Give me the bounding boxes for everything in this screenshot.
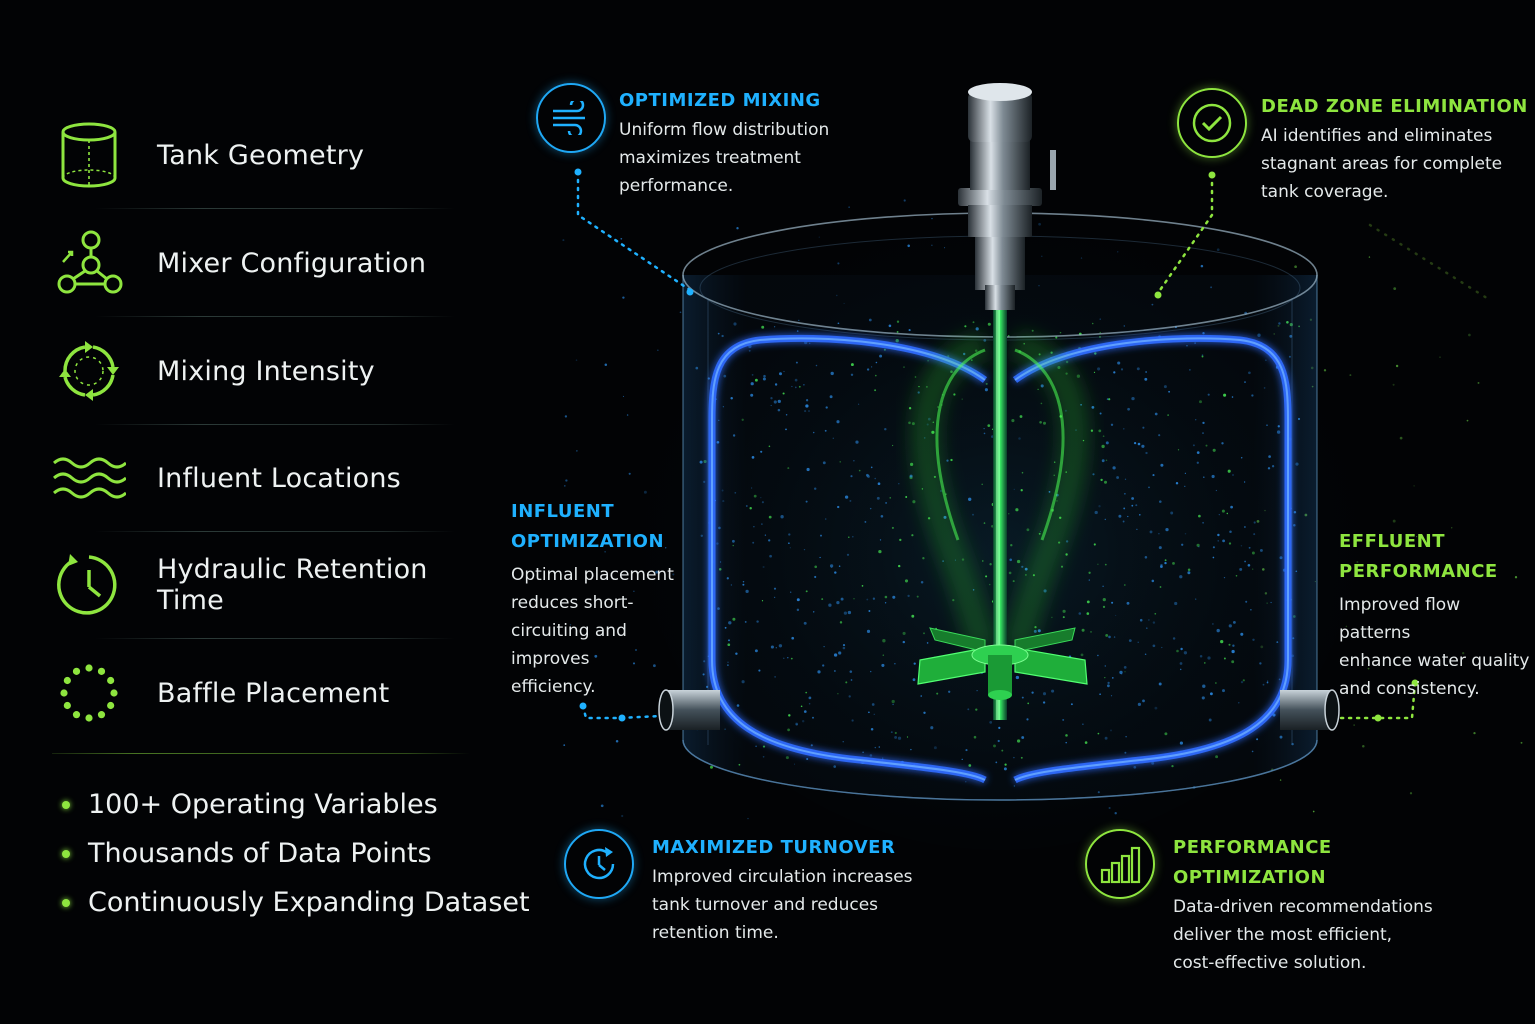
callout-body-line: enhance water quality xyxy=(1339,651,1530,671)
network-nodes-icon xyxy=(50,224,128,302)
callout-body-line: efficiency. xyxy=(511,677,596,697)
waves-icon xyxy=(50,439,128,517)
parameter-mixer-configuration: Mixer Configuration xyxy=(50,218,470,308)
parameter-label: Tank Geometry xyxy=(157,139,365,171)
callout-title: OPTIMIZATION xyxy=(511,531,665,552)
divider xyxy=(95,208,455,209)
callout-title: DEAD ZONE ELIMINATION xyxy=(1261,96,1528,117)
parameter-baffle-placement: Baffle Placement xyxy=(50,648,470,738)
section-divider xyxy=(52,753,470,754)
bar-chart-icon xyxy=(1085,829,1155,899)
cylinder-icon xyxy=(50,116,128,194)
leader-dots xyxy=(574,168,1419,722)
callout-optimized-mixing: OPTIMIZED MIXING Uniform flow distributi… xyxy=(619,86,879,200)
refresh-clock-icon xyxy=(564,829,634,899)
callout-body-line: and consistency. xyxy=(1339,679,1480,699)
callout-title: OPTIMIZED MIXING xyxy=(619,90,821,111)
callout-body-line: tank coverage. xyxy=(1261,182,1389,202)
callout-body-line: AI identifies and eliminates xyxy=(1261,126,1493,146)
divider xyxy=(95,638,455,639)
bullet-dot xyxy=(62,849,70,858)
effluent-pipe xyxy=(1280,689,1340,731)
parameter-influent-locations: Influent Locations xyxy=(50,433,470,523)
leader-lines xyxy=(576,170,1492,720)
callout-body-line: Data-driven recommendations xyxy=(1173,897,1433,917)
callout-title: INFLUENT xyxy=(511,501,615,522)
parameter-label: Mixer Configuration xyxy=(157,247,427,279)
callout-body-line: improves xyxy=(511,649,590,669)
callout-performance-optimization: PERFORMANCE OPTIMIZATION Data-driven rec… xyxy=(1173,833,1473,977)
callout-maximized-turnover: MAXIMIZED TURNOVER Improved circulation … xyxy=(652,833,922,947)
clock-icon xyxy=(50,546,128,624)
bullet-item: Continuously Expanding Dataset xyxy=(62,887,530,918)
parameter-label: Influent Locations xyxy=(157,462,401,494)
bullet-dot xyxy=(62,898,70,907)
callout-body-line: tank turnover and reduces xyxy=(652,895,879,915)
callout-body-line: Improved circulation increases xyxy=(652,867,913,887)
bullet-dot xyxy=(62,800,70,809)
dotted-circle-icon xyxy=(50,654,128,732)
parameter-tank-geometry: Tank Geometry xyxy=(50,110,470,200)
bullet-item: Thousands of Data Points xyxy=(62,838,432,869)
callout-title: PERFORMANCE OPTIMIZATION xyxy=(1173,837,1332,888)
callout-effluent-performance: EFFLUENT PERFORMANCE Improved flow patte… xyxy=(1339,527,1533,703)
divider xyxy=(95,316,455,317)
callout-body-line: cost-effective solution. xyxy=(1173,953,1367,973)
influent-pipe xyxy=(658,689,720,731)
divider xyxy=(95,424,455,425)
bullet-item: 100+ Operating Variables xyxy=(62,789,438,820)
checkmark-circle-icon xyxy=(1177,88,1247,158)
parameter-label: Baffle Placement xyxy=(157,677,390,709)
callout-body-line: Optimal placement xyxy=(511,565,674,585)
callout-body-line: deliver the most efficient, xyxy=(1173,925,1393,945)
callout-body-line: maximizes treatment xyxy=(619,148,801,168)
callout-body-line: Uniform flow distribution xyxy=(619,120,830,140)
callout-body-line: stagnant areas for complete xyxy=(1261,154,1503,174)
parameter-label: Hydraulic Retention Time xyxy=(157,554,428,616)
callout-body-line: circuiting and xyxy=(511,621,627,641)
callout-title: EFFLUENT xyxy=(1339,531,1445,552)
mixer-shaft xyxy=(993,300,1007,720)
callout-body-line: reduces short- xyxy=(511,593,634,613)
circular-arrows-icon xyxy=(50,332,128,410)
callout-dead-zone-elimination: DEAD ZONE ELIMINATION AI identifies and … xyxy=(1261,92,1531,206)
parameter-hydraulic-retention-time: Hydraulic Retention Time xyxy=(50,540,470,630)
impeller xyxy=(917,627,1088,700)
bullet-text: Thousands of Data Points xyxy=(88,838,432,869)
divider xyxy=(95,531,455,532)
parameter-label: Mixing Intensity xyxy=(157,355,375,387)
callout-influent-optimization: INFLUENT OPTIMIZATION Optimal placement … xyxy=(511,497,681,701)
callout-body-line: retention time. xyxy=(652,923,779,943)
callout-title: PERFORMANCE xyxy=(1339,561,1498,582)
mixer-motor xyxy=(958,83,1056,310)
parameter-mixing-intensity: Mixing Intensity xyxy=(50,326,470,416)
flow-loops xyxy=(708,330,1292,784)
wind-flow-icon xyxy=(536,83,606,153)
callout-title: MAXIMIZED TURNOVER xyxy=(652,837,896,858)
callout-body-line: Improved flow patterns xyxy=(1339,595,1461,643)
callout-body-line: performance. xyxy=(619,176,734,196)
bullet-text: 100+ Operating Variables xyxy=(88,789,438,820)
bullet-text: Continuously Expanding Dataset xyxy=(88,887,530,918)
